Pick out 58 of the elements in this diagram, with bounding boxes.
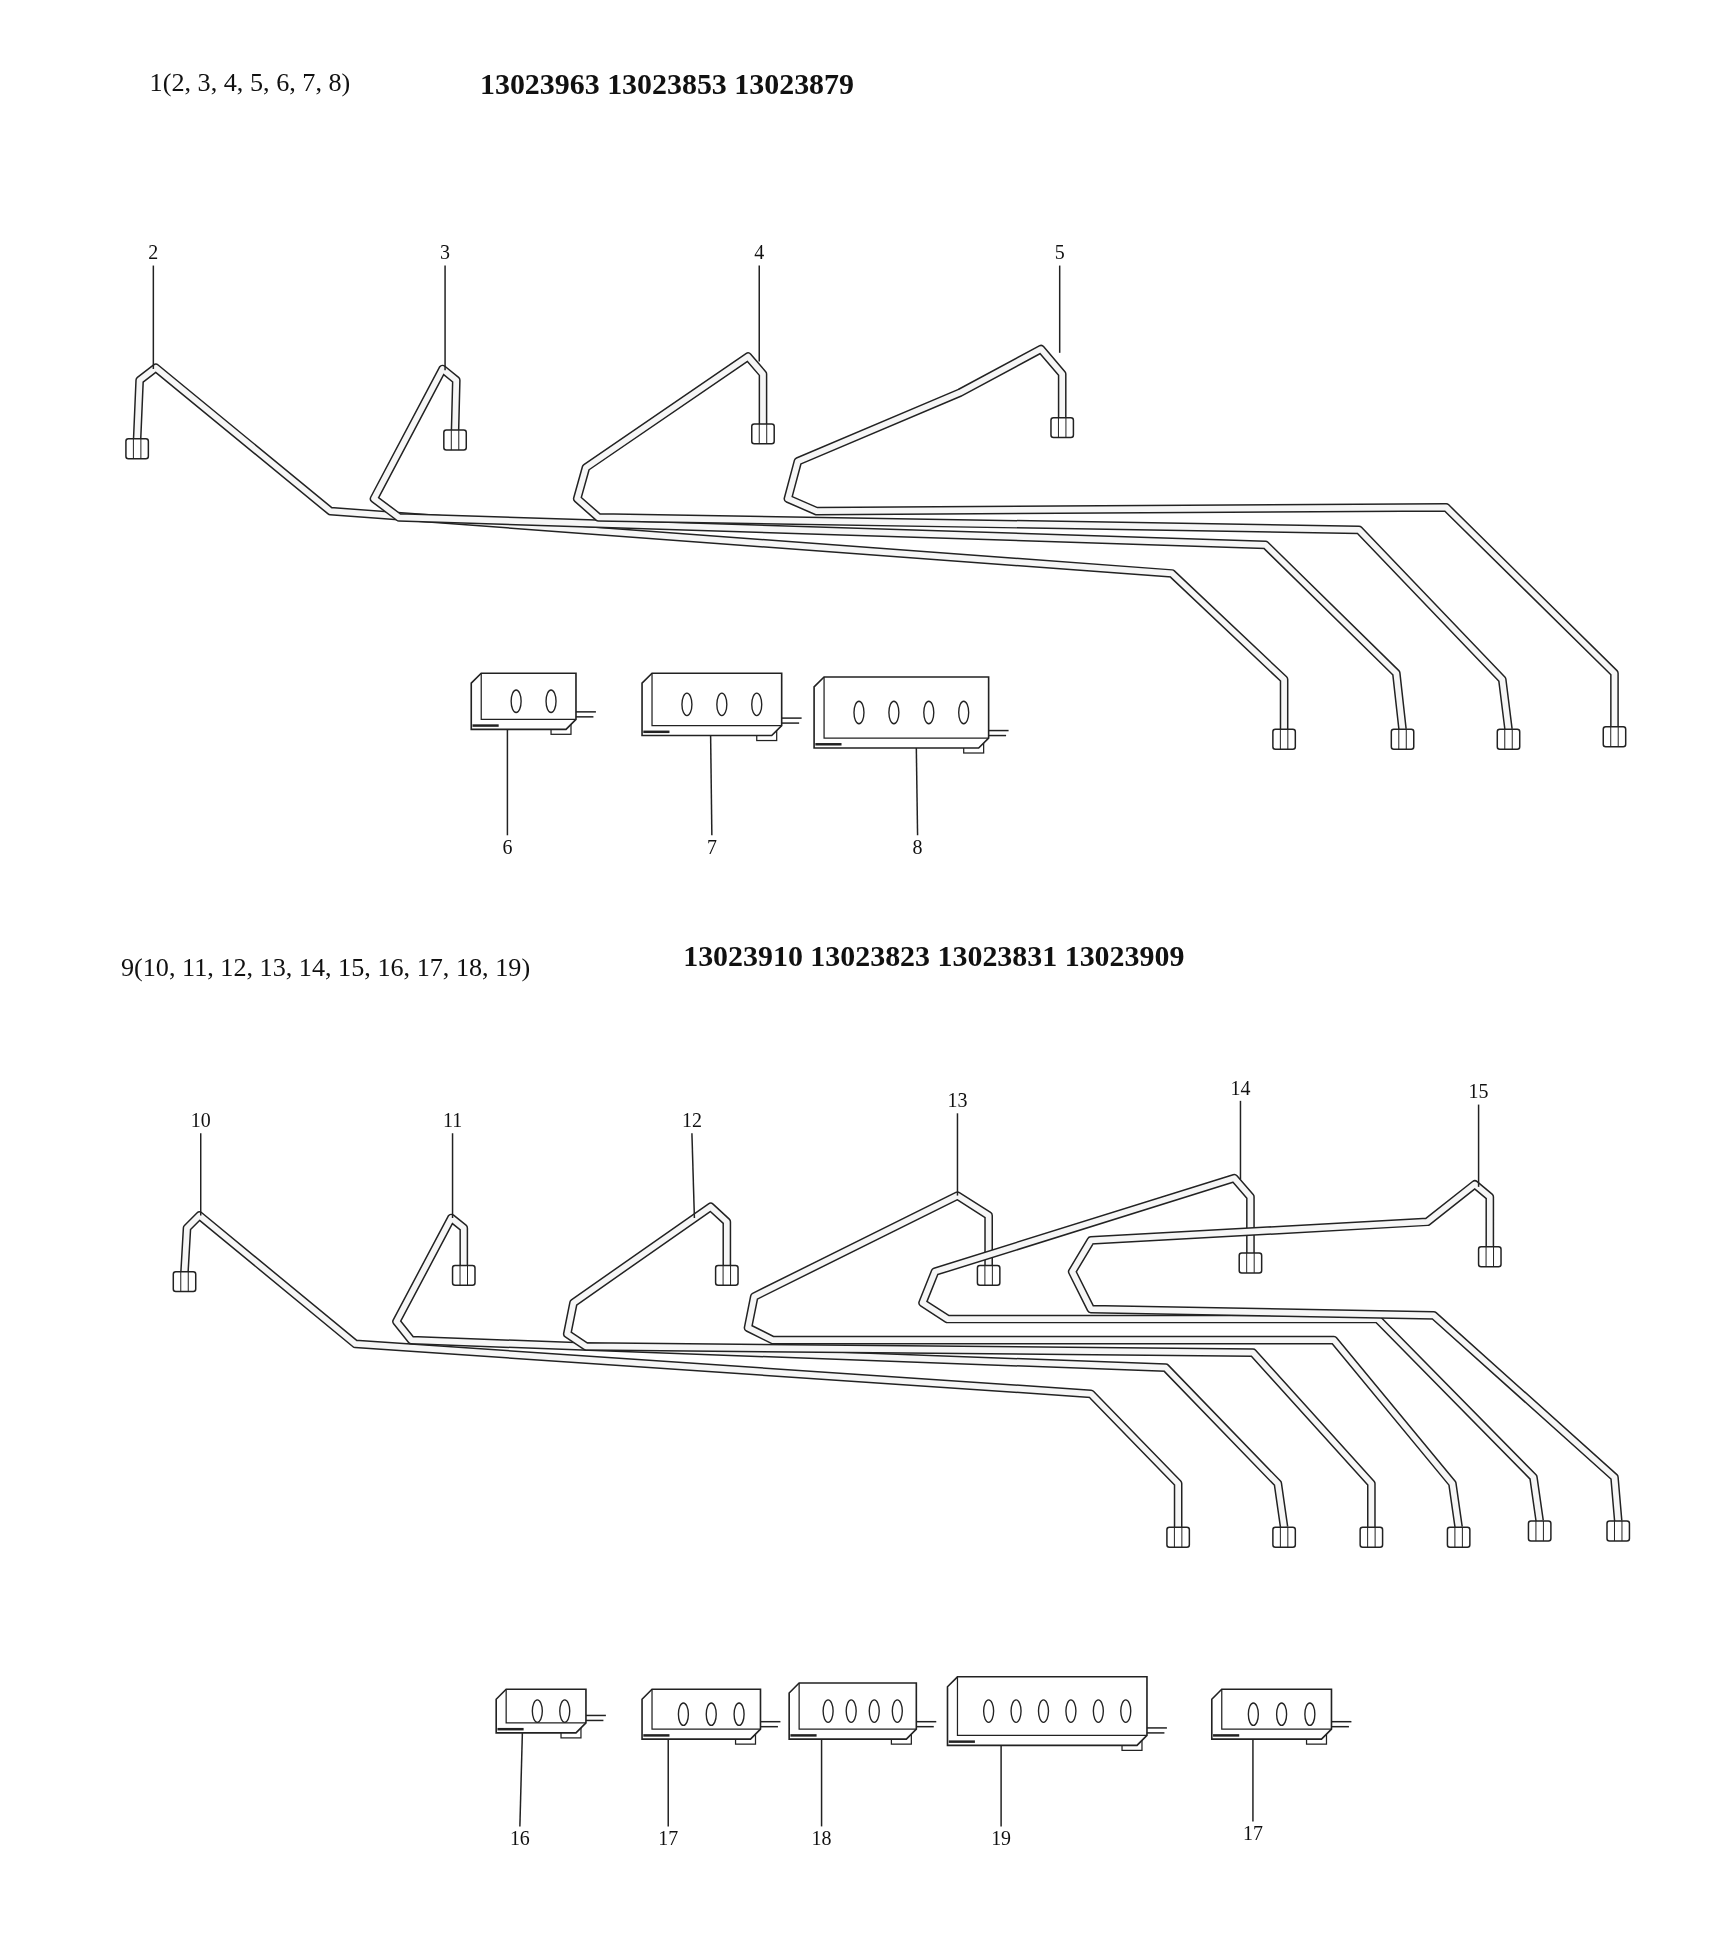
callout-number: 2 — [148, 241, 159, 265]
pipe-clamp-drawing — [641, 1688, 782, 1745]
callout-number: 17 — [658, 1827, 679, 1851]
pipe-clamp-drawing — [641, 672, 803, 742]
leader-line — [1000, 1744, 1002, 1828]
leader-line — [915, 747, 919, 837]
callout-number: 8 — [912, 836, 923, 859]
callout-number: 19 — [991, 1827, 1012, 1851]
pipe-clamp-drawing — [788, 1682, 937, 1745]
callout-number: 11 — [442, 1109, 463, 1132]
callout-number: 12 — [681, 1109, 702, 1132]
leader-line — [519, 1732, 524, 1828]
part-numbers: 13023910 13023823 13023831 13023909 — [683, 940, 1185, 974]
leader-line — [1058, 264, 1061, 354]
callout-number: 15 — [1468, 1080, 1489, 1104]
fuel-pipe-drawing — [392, 1213, 1297, 1548]
leader-line — [444, 264, 446, 371]
leader-line — [691, 1132, 696, 1219]
leader-line — [199, 1132, 202, 1217]
fuel-pipe-drawing — [572, 352, 1521, 750]
fuel-pipe-drawing — [125, 363, 1297, 750]
leader-line — [152, 264, 155, 370]
callout-number: 10 — [190, 1109, 211, 1132]
fuel-pipe-drawing — [743, 1191, 1471, 1548]
callout-number: 4 — [754, 241, 765, 265]
leader-line — [758, 264, 760, 363]
leader-line — [709, 734, 713, 837]
assembly-heading: 9(10, 11, 12, 13, 14, 15, 16, 17, 18, 19) — [120, 952, 531, 984]
fuel-pipe-drawing — [369, 364, 1415, 750]
pipe-clamp-drawing — [495, 1688, 607, 1739]
callout-number: 5 — [1054, 241, 1065, 265]
leader-line — [506, 728, 509, 837]
leader-line — [820, 1738, 823, 1828]
fuel-pipe-drawing — [172, 1211, 1191, 1548]
fuel-pipe-drawing — [1067, 1180, 1631, 1542]
pipe-clamp-drawing — [946, 1676, 1168, 1751]
fuel-pipe-drawing — [562, 1202, 1384, 1548]
part-numbers: 13023963 13023853 13023879 — [480, 67, 854, 101]
callout-number: 7 — [706, 836, 717, 859]
assembly-heading: 1(2, 3, 4, 5, 6, 7, 8) — [149, 67, 351, 99]
pipe-clamp-drawing — [470, 672, 597, 735]
callout-number: 14 — [1230, 1077, 1251, 1100]
callout-number: 18 — [811, 1827, 832, 1851]
callout-number: 16 — [509, 1827, 530, 1851]
callout-number: 6 — [502, 836, 513, 859]
callout-number: 17 — [1242, 1822, 1263, 1846]
leader-line — [1477, 1103, 1480, 1188]
pipe-clamp-drawing — [1211, 1688, 1353, 1745]
pipe-clamp-drawing — [813, 676, 1010, 754]
leader-line — [1239, 1100, 1242, 1181]
fuel-pipe-drawing — [783, 344, 1627, 748]
leader-line — [1252, 1738, 1254, 1823]
leader-line — [667, 1738, 669, 1828]
callout-number: 13 — [947, 1089, 968, 1113]
leader-line — [956, 1112, 959, 1197]
callout-number: 3 — [440, 241, 451, 265]
leader-line — [451, 1132, 454, 1219]
fuel-pipe-drawing — [918, 1173, 1552, 1542]
